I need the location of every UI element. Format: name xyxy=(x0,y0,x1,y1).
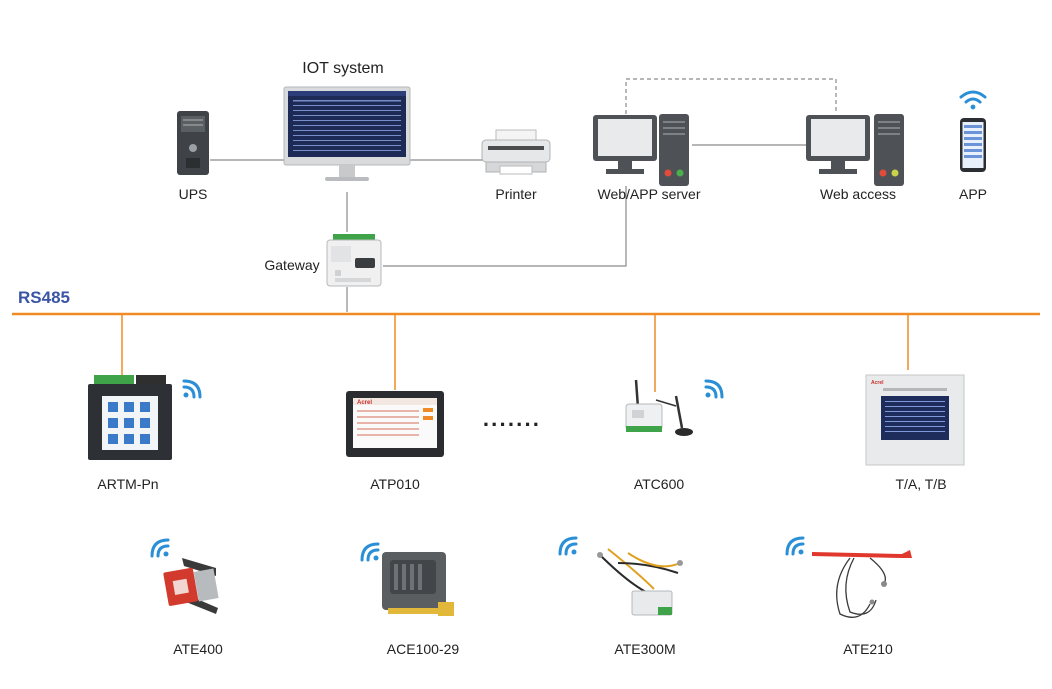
web-access-icon xyxy=(806,114,904,186)
web-access-label: Web access xyxy=(820,186,896,202)
artm-pn-label: ARTM-Pn xyxy=(97,476,159,492)
atc600-label: ATC600 xyxy=(633,476,685,492)
ace100-29-ct-icon xyxy=(382,552,454,616)
ate210-label: ATE210 xyxy=(843,641,893,657)
ate400-wifi-icon xyxy=(150,538,170,558)
ate400-sensor-icon xyxy=(163,558,219,614)
atp010-touchscreen-icon: Acrel xyxy=(346,391,444,457)
atc600-wifi-icon xyxy=(704,379,724,399)
web-app-server-icon xyxy=(593,114,689,186)
gateway-device-icon xyxy=(326,234,382,287)
app-label: APP xyxy=(958,186,988,202)
ace100-29-label: ACE100-29 xyxy=(386,641,460,657)
web-app-server-label: Web/APP server xyxy=(597,186,701,202)
ate300m-wifi-icon xyxy=(558,536,578,556)
gateway-to-server-line xyxy=(383,186,627,267)
ace100-29-wifi-icon xyxy=(360,542,380,562)
gateway-label: Gateway xyxy=(264,257,320,273)
ta-tb-label: T/A, T/B xyxy=(895,476,947,492)
ups-label: UPS xyxy=(178,186,208,202)
ups-tower-icon xyxy=(177,111,209,175)
artm-wifi-icon xyxy=(182,379,202,399)
ta-tb-cabinet-icon: Acrel xyxy=(865,374,965,466)
app-wifi-icon xyxy=(959,90,987,110)
ate400-label: ATE400 xyxy=(173,641,223,657)
printer-icon xyxy=(481,129,551,175)
svg-text:Acrel: Acrel xyxy=(871,380,884,386)
atc600-wireless-transceiver-icon xyxy=(625,379,693,436)
server-webaccess-dashed-line xyxy=(625,78,837,114)
artm-pn-device-icon xyxy=(88,375,172,460)
rs485-bus-label: RS485 xyxy=(18,288,70,307)
device-ellipsis: ······· xyxy=(482,412,542,437)
ate300m-sensor-icon xyxy=(597,548,683,616)
ate210-sensor-icon xyxy=(812,550,912,618)
atp010-label: ATP010 xyxy=(370,476,420,492)
iot-system-label: IOT system xyxy=(302,60,384,77)
printer-label: Printer xyxy=(495,186,537,202)
smartphone-icon xyxy=(960,118,986,172)
iot-monitor-icon xyxy=(283,86,411,181)
ate300m-label: ATE300M xyxy=(614,641,676,657)
svg-text:Acrel: Acrel xyxy=(357,400,372,406)
ate210-wifi-icon xyxy=(785,536,805,556)
